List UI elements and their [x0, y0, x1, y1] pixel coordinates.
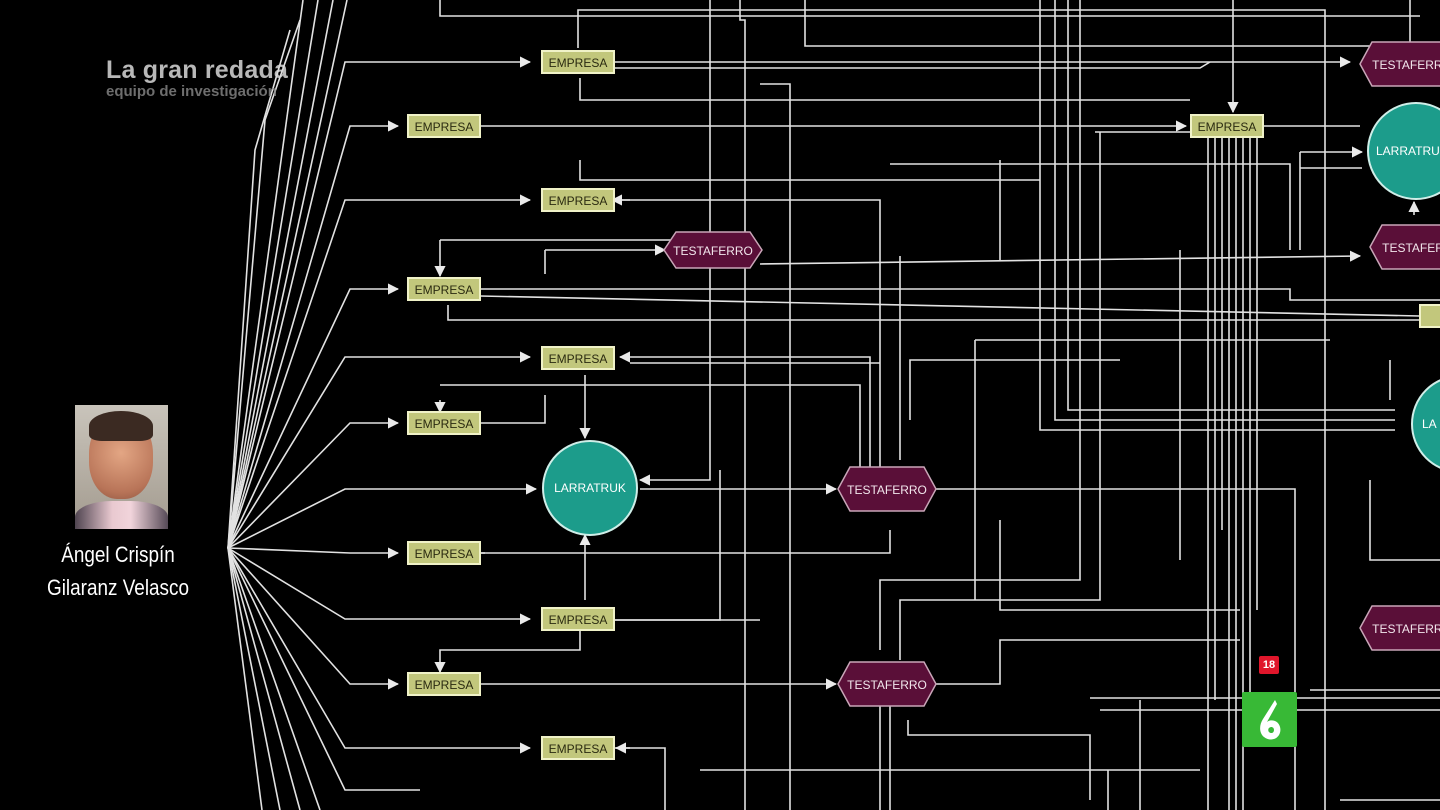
- svg-text:TESTAFERRO: TESTAFERRO: [1372, 58, 1440, 72]
- hub-nodes: LARRATRUK LARRATRU LA: [542, 102, 1440, 536]
- company-node-partial: [1419, 304, 1440, 328]
- svg-text:EMPRESA: EMPRESA: [549, 352, 608, 366]
- svg-text:EMPRESA: EMPRESA: [549, 194, 608, 208]
- hub-node-partial: LARRATRU: [1367, 102, 1440, 200]
- person-photo: [75, 405, 168, 529]
- front-man-node: TESTAFERRO: [1369, 224, 1440, 270]
- svg-text:TESTAFERRO: TESTAFERRO: [847, 483, 927, 497]
- svg-text:EMPRESA: EMPRESA: [415, 120, 474, 134]
- front-man-node: TESTAFERRO: [837, 661, 937, 707]
- age-rating-badge: 18: [1259, 656, 1279, 674]
- person-name: Ángel Crispín Gilaranz Velasco: [35, 538, 200, 604]
- company-node: EMPRESA: [407, 277, 481, 301]
- svg-text:EMPRESA: EMPRESA: [415, 417, 474, 431]
- company-node: EMPRESA: [541, 736, 615, 760]
- front-man-node: TESTAFERRO: [1359, 41, 1440, 87]
- svg-text:TESTAFERRO: TESTAFERRO: [673, 244, 753, 258]
- svg-text:EMPRESA: EMPRESA: [415, 547, 474, 561]
- front-man-node: TESTAFERRO: [837, 466, 937, 512]
- company-node: EMPRESA: [1190, 114, 1264, 138]
- svg-text:EMPRESA: EMPRESA: [415, 678, 474, 692]
- hub-node: LARRATRUK: [542, 440, 638, 536]
- svg-text:TESTAFERRO: TESTAFERRO: [1382, 241, 1440, 255]
- hub-node-partial: LA: [1411, 379, 1440, 469]
- person-name-line1: Ángel Crispín: [61, 542, 175, 567]
- svg-text:LARRATRUK: LARRATRUK: [554, 481, 626, 495]
- show-title: La gran redada: [106, 56, 289, 84]
- svg-text:TESTAFERRO: TESTAFERRO: [847, 678, 927, 692]
- company-node: EMPRESA: [541, 50, 615, 74]
- company-node: EMPRESA: [541, 188, 615, 212]
- fan-lines: [227, 0, 538, 810]
- svg-text:TESTAFERRO: TESTAFERRO: [1372, 622, 1440, 636]
- company-node: EMPRESA: [541, 346, 615, 370]
- person-name-line2: Gilaranz Velasco: [47, 575, 189, 600]
- svg-text:EMPRESA: EMPRESA: [549, 56, 608, 70]
- company-node: EMPRESA: [541, 607, 615, 631]
- front-man-node: TESTAFERRO: [663, 231, 763, 269]
- front-man-nodes: TESTAFERRO TESTAFERRO TESTAFERRO TESTAFE…: [663, 41, 1440, 707]
- company-node: EMPRESA: [407, 411, 481, 435]
- svg-text:EMPRESA: EMPRESA: [549, 613, 608, 627]
- company-node: EMPRESA: [407, 672, 481, 696]
- svg-text:LA: LA: [1422, 417, 1437, 431]
- company-node: EMPRESA: [407, 541, 481, 565]
- company-nodes: EMPRESA EMPRESA EMPRESA EMPRESA EMPRESA …: [407, 50, 1440, 760]
- svg-text:EMPRESA: EMPRESA: [1198, 120, 1257, 134]
- svg-text:EMPRESA: EMPRESA: [549, 742, 608, 756]
- show-subtitle: equipo de investigación: [106, 83, 277, 100]
- svg-text:LARRATRU: LARRATRU: [1376, 144, 1440, 158]
- connector-lines: [434, 0, 1440, 810]
- channel-logo-icon: [1242, 692, 1297, 747]
- company-node: EMPRESA: [407, 114, 481, 138]
- svg-text:EMPRESA: EMPRESA: [415, 283, 474, 297]
- front-man-node: TESTAFERRO: [1359, 605, 1440, 651]
